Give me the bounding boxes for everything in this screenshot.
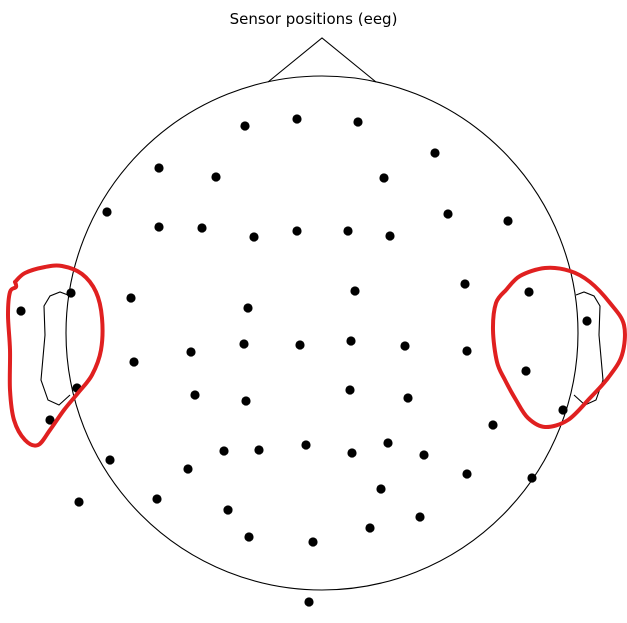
sensor-marker — [154, 163, 164, 173]
red-annotations — [6, 263, 627, 448]
sensor-marker — [308, 537, 318, 547]
sensor-marker — [154, 222, 164, 232]
sensor-marker — [239, 339, 249, 349]
head-outline — [40, 37, 604, 591]
sensor-marker — [383, 438, 393, 448]
sensor-marker — [105, 455, 115, 465]
sensor-marker — [301, 440, 311, 450]
sensor-marker — [292, 226, 302, 236]
sensor-marker — [102, 207, 112, 217]
sensor-marker — [183, 464, 193, 474]
sensor-marker — [462, 346, 472, 356]
sensor-marker — [126, 293, 136, 303]
sensor-marker — [219, 446, 229, 456]
sensor-marker — [254, 445, 264, 455]
sensor-marker — [385, 231, 395, 241]
sensor-marker — [376, 484, 386, 494]
sensor-marker — [241, 396, 251, 406]
sensor-marker — [74, 497, 84, 507]
sensor-marker — [430, 148, 440, 158]
sensor-marker — [350, 286, 360, 296]
sensor-marker — [197, 223, 207, 233]
sensor-marker — [190, 390, 200, 400]
sensor-marker — [345, 385, 355, 395]
sensor-marker — [240, 121, 250, 131]
sensor-marker — [419, 450, 429, 460]
sensor-marker — [524, 287, 534, 297]
sensor-marker — [488, 420, 498, 430]
sensor-markers — [16, 114, 592, 607]
sensor-marker — [346, 336, 356, 346]
sensor-marker — [243, 303, 253, 313]
sensor-marker — [16, 306, 26, 316]
nose-outline — [267, 37, 377, 83]
sensor-marker — [343, 226, 353, 236]
sensor-marker — [582, 316, 592, 326]
figure-title: Sensor positions (eeg) — [229, 10, 398, 28]
sensor-marker — [400, 341, 410, 351]
sensor-marker — [186, 347, 196, 357]
sensor-marker — [129, 357, 139, 367]
left-ear-outline — [40, 291, 71, 406]
sensor-marker — [443, 209, 453, 219]
sensor-marker — [223, 505, 233, 515]
sensor-marker — [353, 117, 363, 127]
sensor-marker — [403, 393, 413, 403]
sensor-marker — [379, 173, 389, 183]
right-ear-outline — [573, 291, 604, 406]
sensor-marker — [244, 532, 254, 542]
sensor-marker — [460, 279, 470, 289]
sensor-marker — [365, 523, 375, 533]
sensor-marker — [45, 415, 55, 425]
sensor-marker — [415, 512, 425, 522]
left-annotation-loop — [6, 263, 105, 448]
sensor-marker — [211, 172, 221, 182]
sensor-marker — [292, 114, 302, 124]
right-annotation-loop — [490, 265, 627, 430]
sensor-marker — [66, 288, 76, 298]
sensor-marker — [304, 597, 314, 607]
sensor-marker — [295, 340, 305, 350]
sensor-marker — [527, 473, 537, 483]
sensor-marker — [462, 469, 472, 479]
sensor-marker — [521, 366, 531, 376]
head-circle — [65, 75, 579, 591]
sensor-marker — [152, 494, 162, 504]
sensor-marker — [503, 216, 513, 226]
sensor-marker — [249, 232, 259, 242]
sensor-marker — [558, 405, 568, 415]
sensor-marker — [347, 448, 357, 458]
